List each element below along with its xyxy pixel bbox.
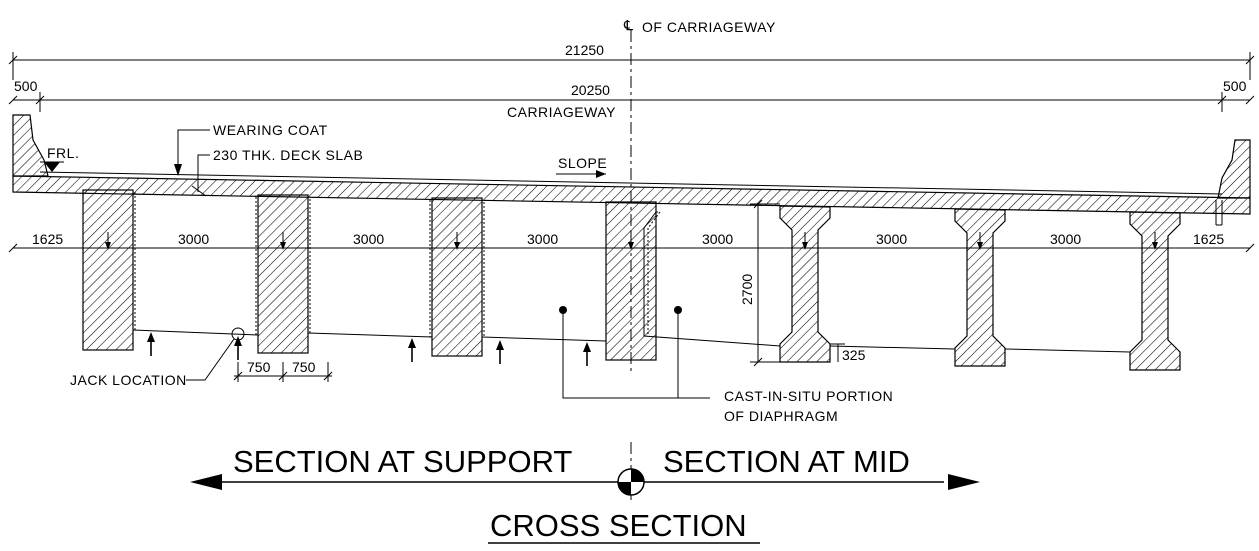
jack-offset-dimension: 750 750 [233,359,333,382]
girder-mid-1 [779,205,831,363]
deck-slab-label: 230 THK. DECK SLAB [213,147,363,163]
wearing-coat [39,171,1223,195]
spacing-7: 3000 [1050,231,1081,247]
dim-girder-depth: 2700 [739,274,755,305]
title-section-mid: SECTION AT MID [663,444,910,479]
title-cross-section: CROSS SECTION [490,508,747,543]
spacing-6: 3000 [876,231,907,247]
jack-location-label: JACK LOCATION [70,372,187,388]
wearing-coat-note: WEARING COAT [174,122,328,176]
bearing-markers [105,232,1158,250]
girder-support-2 [257,194,309,354]
mid-diaphragms [643,200,1223,353]
deck-slab-note: 230 THK. DECK SLAB [191,147,363,197]
girder-support-1 [82,189,134,351]
bottom-flange-dimension: 325 [830,343,866,363]
dim-overall: 21250 [565,42,604,58]
spacing-2: 3000 [178,231,209,247]
jack-arrows [147,332,591,366]
frl-marker: FRL. [40,145,79,172]
centerline-symbol: ℄ [623,17,634,33]
title-section-support: SECTION AT SUPPORT [233,444,572,479]
dim-jack-right: 750 [292,359,316,375]
dim-barrier-right: 500 [1223,78,1247,94]
overall-dimension: 21250 [8,42,1255,80]
dim-jack-left: 750 [247,359,271,375]
crash-barrier-right [1217,139,1251,199]
spacing-4: 3000 [527,231,558,247]
frl-label: FRL. [47,145,79,161]
dim-carriageway: 20250 [571,82,610,98]
wearing-coat-label: WEARING COAT [213,122,328,138]
cast-in-situ-line2: OF DIAPHRAGM [724,408,838,424]
spacing-3: 3000 [353,231,384,247]
cast-in-situ-note: CAST-IN-SITU PORTION OF DIAPHRAGM [559,306,893,424]
girder-support-3 [431,197,483,357]
carriageway-dimension: 20250 CARRIAGEWAY 500 500 [8,78,1255,120]
spacing-8: 1625 [1193,231,1224,247]
dim-barrier-left: 500 [14,78,38,94]
girder-depth-dimension: 2700 [739,199,780,367]
spacing-5: 3000 [702,231,733,247]
centerline-label: OF CARRIAGEWAY [642,19,776,35]
crash-barrier-left [12,114,49,177]
slope-label: SLOPE [558,155,607,171]
girder-mid-3 [1129,211,1181,371]
carriageway-label: CARRIAGEWAY [507,104,616,120]
girder-mid-2 [954,208,1006,367]
main-title: CROSS SECTION [488,508,760,544]
support-diaphragms [132,192,607,342]
spacing-1: 1625 [32,231,63,247]
deck-slab [12,175,1251,215]
section-titles: SECTION AT SUPPORT SECTION AT MID [190,444,980,496]
jack-location-note: JACK LOCATION [70,327,245,388]
cast-in-situ-line1: CAST-IN-SITU PORTION [724,388,893,404]
slope-indicator: SLOPE [556,155,607,178]
dim-bottom-flange: 325 [842,347,866,363]
